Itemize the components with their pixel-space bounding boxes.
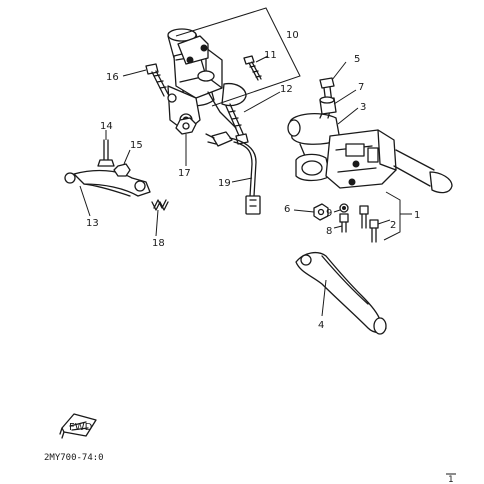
callout-18: 18 [152, 238, 165, 249]
callout-5: 5 [354, 54, 360, 65]
callout-7: 7 [358, 82, 364, 93]
callout-2: 2 [390, 220, 396, 231]
screw-11 [243, 55, 262, 81]
callout-4: 4 [318, 320, 324, 331]
callout-9: 9 [326, 208, 332, 219]
callout-13: 13 [86, 218, 99, 229]
callout-3: 3 [360, 102, 366, 113]
bolt-16 [145, 63, 169, 97]
callout-15: 15 [130, 140, 143, 151]
callout-17: 17 [178, 168, 191, 179]
screw-12 [225, 103, 249, 145]
nut-15 [113, 163, 131, 177]
callout-11: 11 [264, 50, 277, 61]
cap-7 [319, 96, 337, 115]
leader-lines [79, 55, 391, 317]
bolt-6 [313, 203, 329, 221]
callout-10: 10 [286, 30, 299, 41]
callout-bracket-10-12 [175, 7, 301, 107]
brake-lever-4 [295, 251, 387, 335]
drawing-code: 2MY700-74:0 [44, 453, 104, 463]
screw-8 [339, 213, 349, 233]
clutch-switch-19 [205, 131, 261, 215]
callout-6: 6 [284, 204, 290, 215]
fwd-arrow-icon [59, 413, 97, 439]
nut-17 [175, 117, 197, 135]
part-callouts: 10 11 12 16 14 15 17 19 13 18 5 7 3 6 9 … [86, 30, 420, 331]
bolt-14 [97, 139, 115, 167]
callout-14: 14 [100, 121, 113, 132]
spring-18 [151, 199, 169, 211]
callout-bracket-1 [383, 191, 401, 241]
callout-12: 12 [280, 84, 293, 95]
clutch-lever-13 [64, 169, 151, 197]
fwd-label: FWD [69, 422, 93, 433]
callout-19: 19 [218, 178, 231, 189]
callout-8: 8 [326, 226, 332, 237]
callout-16: 16 [106, 72, 119, 83]
washer-9 [339, 203, 349, 213]
callout-1: 1 [414, 210, 420, 221]
lever-holder-assembly [167, 28, 247, 133]
corner-mark: 1 [448, 475, 453, 484]
screws-2 [359, 205, 379, 243]
right-switch-assembly [287, 103, 453, 194]
